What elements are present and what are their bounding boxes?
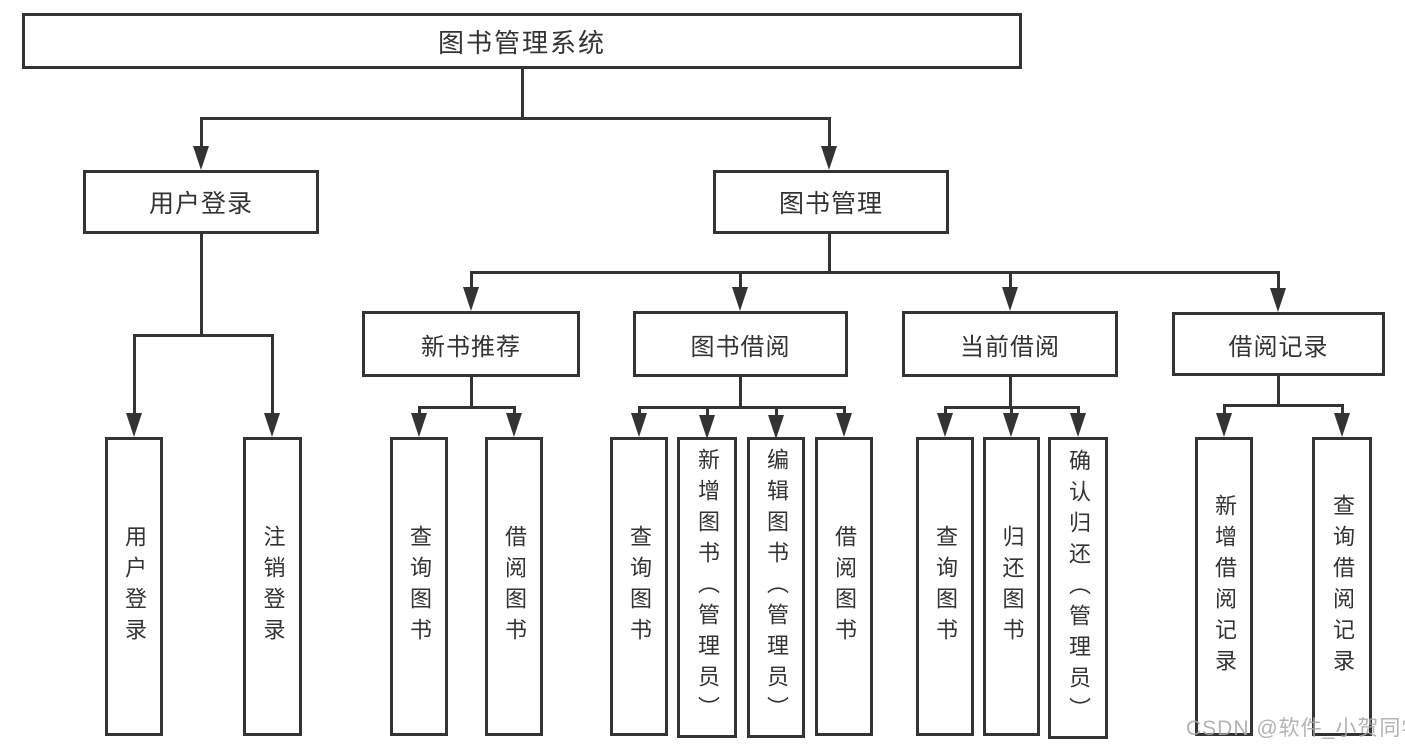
- node-query-books-borrowing: 查询图书: [610, 437, 668, 736]
- arrowhead-down-icon: [1002, 287, 1018, 311]
- arrowhead-down-icon: [768, 415, 784, 439]
- arrowhead-down-icon: [506, 413, 522, 437]
- arrowhead-down-icon: [463, 287, 479, 311]
- root-to-level2-drop-0: [199, 118, 203, 156]
- node-label-return-books: 归还图书: [999, 524, 1025, 649]
- node-current-borrowing: 当前借阅: [902, 311, 1118, 377]
- node-label-query-books-borrowing: 查询图书: [627, 524, 652, 649]
- borrowing-records-to-leaves-rail: [1222, 403, 1344, 407]
- node-label-add-books-admin: 新增图书（管理员）: [695, 448, 720, 727]
- arrowhead-down-icon: [264, 413, 280, 437]
- node-query-books-recommend: 查询图书: [390, 437, 448, 736]
- node-borrowing-records: 借阅记录: [1172, 312, 1385, 376]
- node-label-new-book-recommend: 新书推荐: [421, 333, 521, 361]
- node-return-books: 归还图书: [983, 437, 1040, 736]
- node-label-current-borrowing: 当前借阅: [960, 333, 1060, 361]
- user-login-to-leaves-drop-0: [132, 335, 136, 423]
- user-login-to-leaves-stem: [199, 234, 203, 335]
- node-label-borrow-books-recommend: 借阅图书: [502, 524, 527, 649]
- node-label-user-login: 用户登录: [122, 524, 147, 649]
- node-label-add-borrow-record: 新增借阅记录: [1212, 493, 1237, 680]
- arrowhead-down-icon: [193, 146, 209, 170]
- arrowhead-down-icon: [1334, 413, 1350, 437]
- arrowhead-down-icon: [1270, 288, 1286, 312]
- root-to-level2-drop-1: [827, 118, 831, 156]
- node-user-login-branch: 用户登录: [83, 170, 319, 234]
- node-label-book-management: 图书管理: [778, 190, 883, 218]
- node-library-management-system: 图书管理系统: [22, 13, 1022, 69]
- node-borrow-books-recommend: 借阅图书: [485, 437, 543, 736]
- node-confirm-return-admin: 确认归还（管理员）: [1048, 437, 1108, 739]
- arrowhead-down-icon: [1070, 413, 1086, 437]
- arrowhead-down-icon: [821, 146, 837, 170]
- book-borrowing-to-leaves-stem: [738, 377, 742, 407]
- node-logout-login: 注销登录: [243, 437, 302, 736]
- node-user-login: 用户登录: [105, 437, 163, 736]
- node-label-book-borrowing: 图书借阅: [690, 333, 791, 361]
- root-to-level2-stem: [520, 69, 524, 118]
- arrowhead-down-icon: [631, 413, 647, 437]
- node-new-book-recommend: 新书推荐: [362, 311, 580, 377]
- node-label-logout-login: 注销登录: [260, 524, 286, 649]
- new-book-recommend-to-leaves-stem: [469, 377, 473, 407]
- book-management-to-level3-drop-2: [1008, 272, 1012, 297]
- book-management-to-level3-stem: [827, 234, 831, 272]
- node-add-books-admin: 新增图书（管理员）: [677, 437, 737, 738]
- arrowhead-down-icon: [836, 413, 852, 437]
- user-login-to-leaves-rail: [132, 333, 274, 337]
- arrowhead-down-icon: [411, 413, 427, 437]
- borrowing-records-to-leaves-stem: [1276, 376, 1280, 405]
- node-label-query-books-recommend: 查询图书: [407, 524, 432, 649]
- node-book-borrowing: 图书借阅: [633, 311, 848, 377]
- node-label-query-books-current: 查询图书: [933, 524, 958, 649]
- node-borrow-books-borrowing: 借阅图书: [815, 437, 873, 736]
- node-label-borrow-books-borrowing: 借阅图书: [832, 524, 857, 649]
- book-management-to-level3-drop-3: [1276, 272, 1280, 298]
- new-book-recommend-to-leaves-rail: [417, 405, 516, 409]
- node-edit-books-admin: 编辑图书（管理员）: [747, 437, 805, 738]
- node-label-borrowing-records: 借阅记录: [1228, 333, 1329, 361]
- node-query-borrow-record: 查询借阅记录: [1312, 437, 1372, 736]
- node-label-edit-books-admin: 编辑图书（管理员）: [764, 448, 789, 727]
- arrowhead-down-icon: [699, 415, 715, 439]
- book-management-to-level3-drop-1: [738, 272, 742, 297]
- node-label-library-management-system: 图书管理系统: [437, 27, 606, 58]
- node-label-query-borrow-record: 查询借阅记录: [1330, 493, 1355, 680]
- user-login-to-leaves-drop-1: [270, 335, 274, 423]
- root-to-level2-rail: [199, 116, 831, 120]
- arrowhead-down-icon: [732, 287, 748, 311]
- node-query-books-current: 查询图书: [916, 437, 974, 736]
- node-label-confirm-return-admin: 确认归还（管理员）: [1066, 448, 1091, 728]
- node-label-user-login-branch: 用户登录: [148, 190, 253, 218]
- arrowhead-down-icon: [937, 413, 953, 437]
- arrowhead-down-icon: [1003, 413, 1019, 437]
- current-borrowing-to-leaves-stem: [1008, 377, 1012, 407]
- book-management-to-level3-rail: [469, 270, 1280, 274]
- csdn-watermark: CSDN @软件_小贺同学: [1186, 717, 1405, 740]
- node-book-management: 图书管理: [713, 170, 949, 234]
- node-add-borrow-record: 新增借阅记录: [1195, 437, 1253, 736]
- arrowhead-down-icon: [126, 413, 142, 437]
- book-management-to-level3-drop-0: [469, 272, 473, 297]
- book-borrowing-to-leaves-rail: [637, 405, 846, 409]
- arrowhead-down-icon: [1216, 413, 1232, 437]
